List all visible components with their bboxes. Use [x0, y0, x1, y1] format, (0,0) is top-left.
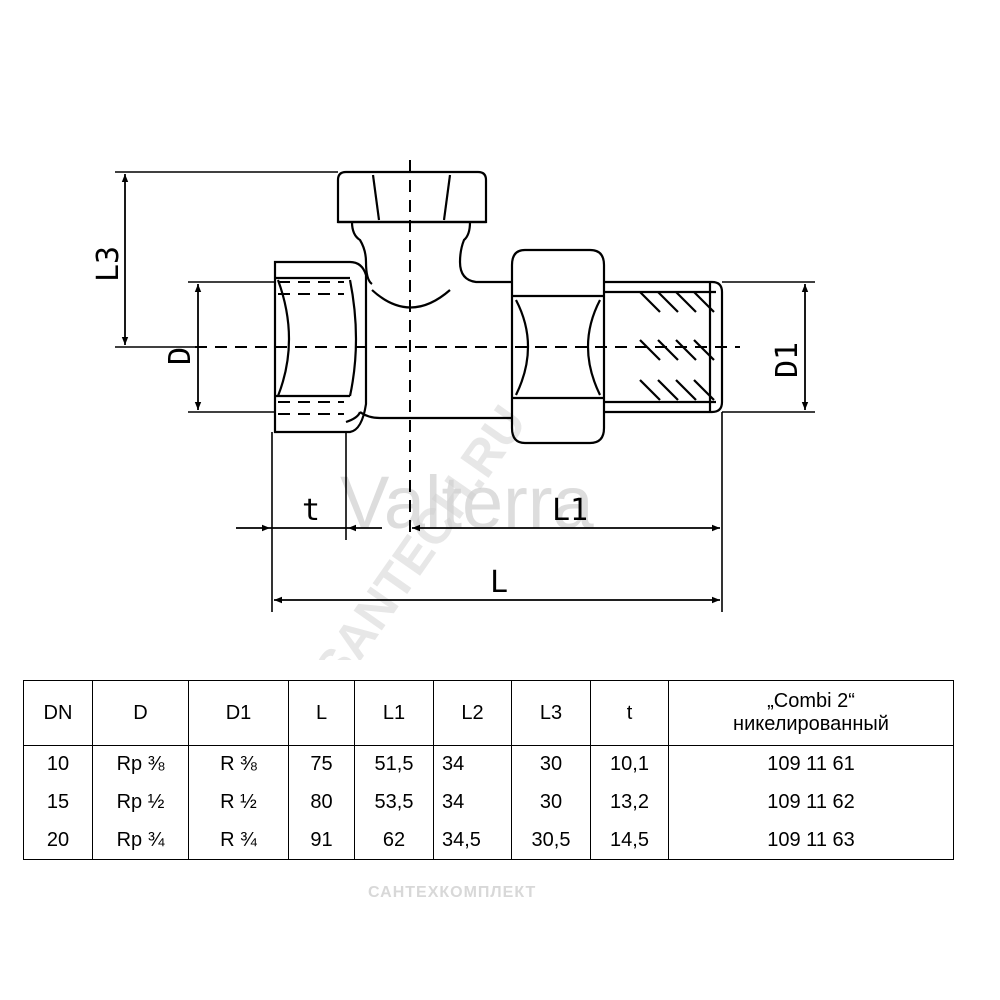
top-cap	[336, 170, 488, 224]
center-lines	[195, 160, 740, 540]
cell-dn: 15	[23, 783, 93, 822]
header-product: „Combi 2“ никелированный	[668, 680, 954, 746]
extension-lines	[115, 171, 815, 612]
cell-article: 109 11 62	[668, 783, 954, 822]
union-nut	[510, 248, 606, 445]
cell-l3: 30	[511, 745, 591, 784]
cell-d1: R ⅜	[188, 745, 289, 784]
valve-neck	[350, 221, 368, 263]
cell-d: Rp ¾	[92, 821, 189, 861]
cell-l3: 30,5	[511, 821, 591, 861]
header-product-finish: никелированный	[733, 713, 889, 735]
table-row: 20 Rp ¾ R ¾ 91 62 34,5 30,5 14,5 109 11 …	[23, 821, 954, 861]
label-L: L	[490, 565, 508, 600]
table-row: 10 Rp ⅜ R ⅜ 75 51,5 34 30 10,1 109 11 61	[23, 745, 954, 784]
cell-t: 13,2	[590, 783, 669, 822]
label-D1: D1	[770, 342, 805, 378]
cell-d: Rp ½	[92, 783, 189, 822]
spec-table: DN D D1 L L1 L2 L3 t „Combi 2“ никелиров…	[23, 680, 954, 861]
header-l: L	[288, 680, 355, 746]
cell-t: 10,1	[590, 745, 669, 784]
cell-t: 14,5	[590, 821, 669, 861]
cell-l2: 34,5	[433, 821, 512, 861]
table-header-row: DN D D1 L L1 L2 L3 t „Combi 2“ никелиров…	[23, 680, 954, 746]
header-product-name: „Combi 2“	[767, 690, 855, 712]
label-L3: L3	[91, 246, 126, 282]
cell-d: Rp ⅜	[92, 745, 189, 784]
header-d: D	[92, 680, 189, 746]
valve-drawing: Valterra SANTECH.RU	[91, 160, 815, 660]
header-d1: D1	[188, 680, 289, 746]
watermark-santehkomplekt: САНТЕХКОМПЛЕКТ	[368, 884, 537, 901]
header-t: t	[590, 680, 669, 746]
cell-l1: 51,5	[354, 745, 434, 784]
cell-l: 91	[288, 821, 355, 861]
cell-l: 80	[288, 783, 355, 822]
label-L1: L1	[552, 493, 588, 528]
cell-l1: 53,5	[354, 783, 434, 822]
cell-article: 109 11 63	[668, 821, 954, 861]
cell-d1: R ¾	[188, 821, 289, 861]
cell-d1: R ½	[188, 783, 289, 822]
header-l1: L1	[354, 680, 434, 746]
table-row: 15 Rp ½ R ½ 80 53,5 34 30 13,2 109 11 62	[23, 783, 954, 822]
cell-dn: 10	[23, 745, 93, 784]
cell-l: 75	[288, 745, 355, 784]
cell-article: 109 11 61	[668, 745, 954, 784]
label-t: t	[302, 493, 320, 528]
header-l2: L2	[433, 680, 512, 746]
left-hex	[273, 260, 368, 434]
cell-l3: 30	[511, 783, 591, 822]
dimension-lines	[121, 174, 809, 604]
cell-l2: 34	[433, 783, 512, 822]
header-dn: DN	[23, 680, 93, 746]
label-D: D	[163, 347, 198, 365]
cell-l2: 34	[433, 745, 512, 784]
cell-l1: 62	[354, 821, 434, 861]
header-l3: L3	[511, 680, 591, 746]
cell-dn: 20	[23, 821, 93, 861]
